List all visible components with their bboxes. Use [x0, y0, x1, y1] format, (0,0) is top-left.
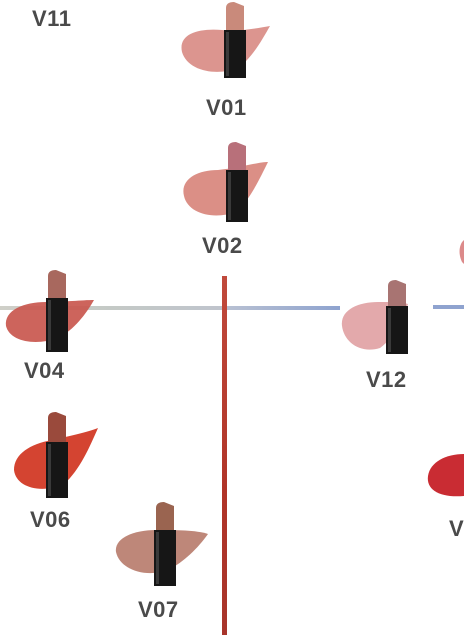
swatch-v04[interactable] — [2, 266, 98, 356]
lipstick-v04-icon — [5, 270, 95, 352]
label-v01: V01 — [206, 95, 247, 120]
lipstick-v12-icon — [341, 280, 408, 354]
label-v04: V04 — [24, 358, 65, 383]
label-v07: V07 — [138, 597, 179, 622]
vertical-axis — [222, 276, 227, 635]
swatch-v02[interactable] — [178, 138, 278, 228]
swatch-v06[interactable] — [12, 410, 108, 502]
label-partial-right: V — [449, 516, 464, 541]
lipstick-v02-icon — [183, 142, 268, 222]
swatch-partial-bottom-right — [426, 452, 464, 502]
horizontal-axis-left — [0, 306, 225, 310]
lipstick-v06-icon — [14, 412, 98, 498]
swatch-v07[interactable] — [112, 500, 212, 590]
lipstick-v07-icon — [115, 502, 208, 586]
label-v12: V12 — [366, 367, 407, 392]
label-v06: V06 — [30, 507, 71, 532]
swatch-v01[interactable] — [178, 0, 278, 82]
swatch-partial-top-right — [458, 240, 464, 264]
lipstick-v01-icon — [181, 2, 270, 78]
horizontal-axis-right — [225, 306, 340, 310]
swatch-v12[interactable] — [338, 276, 434, 358]
smear-partial-icon — [459, 240, 464, 264]
label-v11: V11 — [32, 6, 72, 31]
label-v02: V02 — [202, 233, 243, 258]
horizontal-axis-right-end — [433, 305, 464, 309]
smear-partial-red-icon — [427, 454, 464, 497]
